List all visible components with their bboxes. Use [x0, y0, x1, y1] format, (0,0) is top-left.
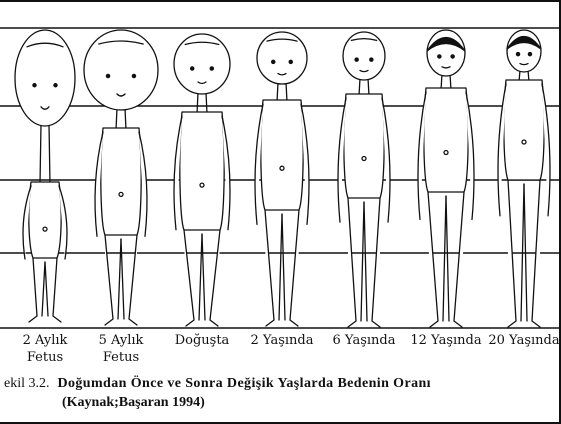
inner-leg	[364, 202, 367, 321]
torso-outline	[504, 80, 544, 180]
eye-mark	[132, 74, 135, 77]
age-label-line1: 6 Yaşında	[332, 332, 395, 349]
right-leg	[53, 258, 61, 322]
inner-leg	[446, 196, 449, 321]
left-leg	[29, 258, 37, 322]
torso-outline	[29, 182, 61, 258]
inner-leg	[199, 234, 202, 320]
navel-mark	[444, 150, 448, 154]
navel-mark	[119, 192, 123, 196]
caption-source: (Kaynak;Başaran 1994)	[4, 393, 431, 412]
age-label-line1: 12 Yaşında	[410, 332, 481, 349]
neck-line	[206, 92, 207, 114]
inner-leg	[42, 262, 45, 316]
eye-mark	[33, 84, 36, 87]
caption-title: Doğumdan Önce ve Sonra Değişik Yaşlarda …	[58, 376, 431, 391]
eye-mark	[438, 55, 441, 58]
eye-mark	[528, 53, 531, 56]
navel-mark	[362, 156, 366, 160]
inner-leg	[118, 239, 121, 319]
inner-leg	[279, 214, 282, 320]
hair-line	[351, 39, 376, 41]
torso-outline	[180, 112, 224, 230]
right-leg	[290, 210, 299, 326]
mouth-mark	[360, 70, 368, 71]
eye-mark	[106, 74, 109, 77]
torso-outline	[261, 100, 303, 210]
age-label: 2 Yaşında	[250, 332, 313, 349]
age-label: 12 Yaşında	[410, 332, 481, 349]
age-label-line1: 2 Yaşında	[250, 332, 313, 349]
inner-leg	[121, 239, 124, 319]
mouth-mark	[278, 74, 286, 75]
eye-mark	[451, 55, 454, 58]
figure-caption: ekil 3.2. Doğumdan Önce ve Sonra Değişik …	[4, 374, 431, 412]
eye-mark	[191, 67, 194, 70]
mouth-mark	[442, 67, 450, 68]
right-leg	[454, 192, 464, 327]
neck-line	[359, 78, 360, 96]
body-proportion-figure	[0, 0, 561, 345]
mouth-mark	[117, 94, 125, 96]
right-leg	[372, 198, 380, 327]
age-label-line1: Doğuşta	[175, 332, 230, 349]
left-leg	[105, 235, 113, 325]
neck-line	[368, 78, 369, 96]
age-label-line2: Fetus	[99, 349, 144, 366]
mouth-mark	[198, 82, 206, 84]
eye-mark	[210, 67, 213, 70]
torso-outline	[344, 94, 384, 198]
torso-outline	[101, 128, 141, 235]
inner-leg	[443, 196, 446, 321]
eye-mark	[355, 58, 358, 61]
mouth-mark	[41, 107, 49, 109]
navel-mark	[522, 140, 526, 144]
inner-leg	[45, 262, 48, 316]
neck-line	[286, 82, 287, 102]
age-label-line2: Fetus	[23, 349, 68, 366]
eye-mark	[272, 60, 275, 63]
eye-mark	[54, 84, 57, 87]
age-label-line1: 5 Aylık	[99, 332, 144, 349]
eye-mark	[289, 60, 292, 63]
neck-line	[116, 108, 117, 130]
mouth-mark	[520, 64, 528, 65]
left-leg	[265, 210, 274, 326]
navel-mark	[280, 166, 284, 170]
age-label: Doğuşta	[175, 332, 230, 349]
age-label-line1: 20 Yaşında	[488, 332, 559, 349]
caption-number: ekil 3.2.	[4, 376, 50, 391]
right-leg	[210, 230, 220, 326]
neck-line	[197, 92, 198, 114]
neck-line	[277, 82, 278, 102]
inner-leg	[361, 202, 364, 321]
eye-mark	[516, 53, 519, 56]
inner-leg	[202, 234, 205, 320]
left-leg	[348, 198, 356, 327]
right-leg	[129, 235, 137, 325]
navel-mark	[200, 183, 204, 187]
age-label-line1: 2 Aylık	[23, 332, 68, 349]
torso-outline	[424, 88, 468, 192]
neck-line	[40, 124, 41, 184]
left-leg	[184, 230, 194, 326]
inner-leg	[282, 214, 285, 320]
age-label: 6 Yaşında	[332, 332, 395, 349]
eye-mark	[370, 58, 373, 61]
navel-mark	[43, 227, 47, 231]
neck-line	[49, 124, 50, 184]
age-label: 20 Yaşında	[488, 332, 559, 349]
left-leg	[428, 192, 438, 327]
neck-line	[125, 108, 126, 130]
